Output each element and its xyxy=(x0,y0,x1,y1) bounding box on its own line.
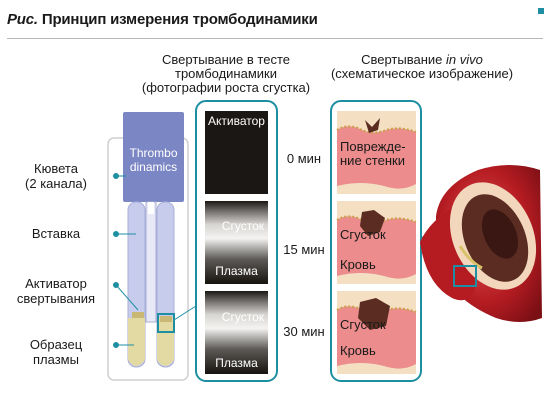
label-activator-line2: свертывания xyxy=(16,291,96,306)
test-header-line1: Свертывание в тесте xyxy=(162,52,290,67)
device-logo-line1: Thrombo xyxy=(129,146,178,160)
vivo-frame-0-line1: Поврежде- xyxy=(340,139,406,154)
test-frame-30 xyxy=(205,291,268,374)
test-frame-0-top: Активатор xyxy=(208,114,265,128)
figure-prefix: Рис. xyxy=(7,11,38,28)
test-frame-15-bottom: Плазма xyxy=(215,264,258,278)
test-frame-30-mid: Сгусток xyxy=(221,310,264,324)
label-cuvette-line2: (2 канала) xyxy=(25,176,87,191)
label-activator: Активатор свертывания xyxy=(6,276,106,306)
vivo-frame-30-line3: Кровь xyxy=(340,343,376,358)
test-frame-15-mid: Сгусток xyxy=(221,219,264,233)
figure-title-text: Принцип измерения тромбодинамики xyxy=(41,11,318,28)
label-sample: Образец плазмы xyxy=(6,337,106,367)
cuvette-top-block xyxy=(123,112,184,202)
device-logo: Thrombo dinamics xyxy=(123,146,184,174)
vivo-header-em: in vivo xyxy=(446,52,483,67)
activator-patch-right xyxy=(160,316,172,322)
label-activator-line1: Активатор xyxy=(25,276,87,291)
time-label-30: 30 мин xyxy=(283,324,325,339)
label-insert: Вставка xyxy=(31,226,81,241)
label-cuvette: Кювета (2 канала) xyxy=(6,161,106,191)
label-sample-line1: Образец xyxy=(29,337,83,352)
title-accent-mark xyxy=(538,8,544,14)
blood-vessel-illustration xyxy=(420,165,542,322)
figure-title: Рис. Принцип измерения тромбодинамики xyxy=(7,11,318,28)
activator-highlight-box xyxy=(157,313,175,333)
test-header-line2: тромбодинамики xyxy=(174,66,277,81)
activator-patch-left xyxy=(132,312,144,318)
test-frame-30-bottom: Плазма xyxy=(215,356,258,370)
vivo-header-line2: (схематическое изображение) xyxy=(330,66,514,81)
vivo-frame-30 xyxy=(336,291,417,374)
vessel-highlight-box xyxy=(453,265,477,287)
vivo-frame-0 xyxy=(336,111,417,194)
cuvette-device xyxy=(107,112,189,381)
test-frame-15 xyxy=(205,201,268,284)
vivo-header-pre: Свертывание xyxy=(361,52,443,67)
vivo-frame-30-line1: Сгусток xyxy=(340,317,386,332)
label-cuvette-line1: Кювета xyxy=(34,161,78,176)
vivo-frame-0-line2: ние стенки xyxy=(340,153,405,168)
time-label-0: 0 мин xyxy=(286,151,322,166)
plasma-left xyxy=(128,318,145,366)
plasma-right xyxy=(157,318,174,366)
label-leaders xyxy=(113,173,139,348)
vivo-frame-15 xyxy=(336,201,417,284)
time-label-15: 15 мин xyxy=(283,242,325,257)
device-logo-line2: dinamics xyxy=(129,160,178,174)
vivo-header-line1: Свертывание in vivo xyxy=(322,53,522,67)
label-sample-line2: плазмы xyxy=(33,352,79,367)
vivo-column-header: Свертывание in vivo (схематическое изобр… xyxy=(322,53,522,81)
test-header-line3: (фотографии роста сгустка) xyxy=(141,80,311,95)
test-frame-0 xyxy=(205,111,268,194)
vivo-frame-15-line3: Кровь xyxy=(340,257,376,272)
vivo-frame-15-line1: Сгусток xyxy=(340,227,386,242)
insert-bar xyxy=(145,201,157,323)
title-rule xyxy=(7,38,543,39)
vivo-frame-0-text: Поврежде- ние стенки xyxy=(340,140,406,168)
test-column-header: Свертывание в тесте тромбодинамики (фото… xyxy=(136,53,316,95)
insert-notch xyxy=(148,202,154,214)
